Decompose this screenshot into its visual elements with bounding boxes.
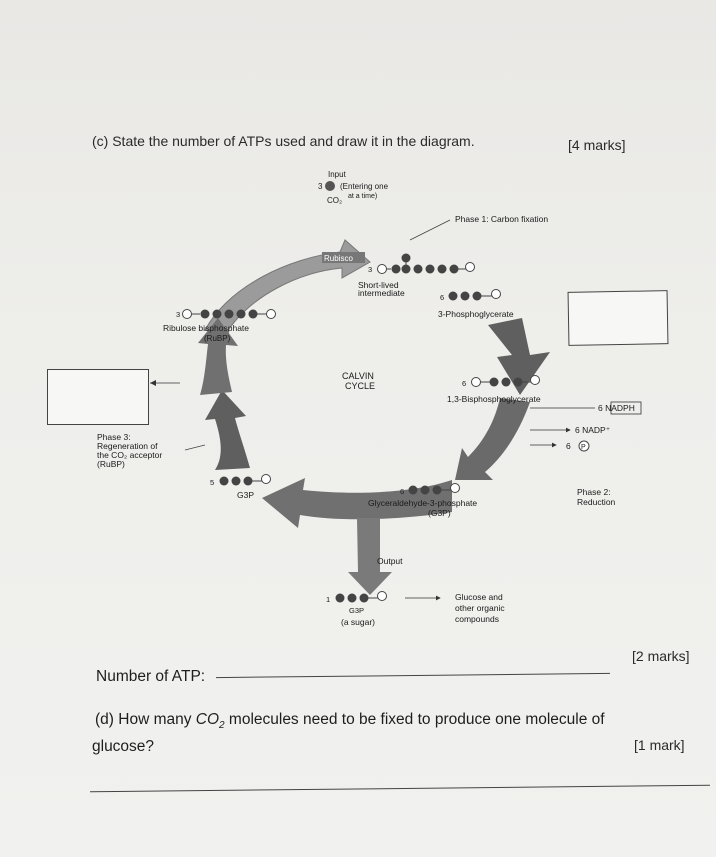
question-d-co2: CO xyxy=(195,711,220,728)
question-d-text: (d) How many CO2 molecules need to be fi… xyxy=(95,711,605,731)
question-d-line2: glucose? xyxy=(92,738,155,755)
question-c-text: (c) State the number of ATPs used and dr… xyxy=(92,133,475,149)
rubp-label-2: (RuBP) xyxy=(204,334,231,343)
question-c-marks: [4 marks] xyxy=(568,137,626,153)
svg-text:6: 6 xyxy=(462,379,466,388)
entering-line1: (Entering one xyxy=(340,182,389,191)
atp-answer-box-right[interactable] xyxy=(567,290,669,346)
question-d-suffix: molecules need to be fixed to produce on… xyxy=(228,711,605,728)
phase1-label: Phase 1: Carbon fixation xyxy=(455,214,548,224)
g3p-6-molecule xyxy=(408,483,460,495)
calvin-label-1: CALVIN xyxy=(342,371,374,381)
question-d-prefix: (d) How many xyxy=(95,711,192,728)
pga-label: 3-Phosphoglycerate xyxy=(438,309,514,319)
rubp-molecule xyxy=(182,309,276,319)
phase2-label-2: Reduction xyxy=(577,497,616,507)
atp-answer-box-left[interactable] xyxy=(47,369,149,425)
rubisco-label: Rubisco xyxy=(324,254,353,263)
rubisco-box xyxy=(322,252,365,263)
short-lived-intermediate-molecule xyxy=(377,253,475,274)
svg-text:1: 1 xyxy=(326,595,330,604)
glucose-label-1: Glucose and xyxy=(455,592,503,602)
g3p-full-label: Glyceraldehyde-3-phosphate xyxy=(368,498,477,508)
rubp-label-1: Ribulose bisphosphate xyxy=(163,323,249,333)
co2-molecule xyxy=(325,181,335,191)
svg-text:5: 5 xyxy=(210,478,214,487)
g3p-output-molecule xyxy=(335,591,387,603)
bisphosphoglycerate-molecule xyxy=(471,375,540,387)
phase3-label-3: the CO₂ acceptor xyxy=(97,450,162,460)
svg-text:3: 3 xyxy=(368,265,372,274)
question-d-co2-sub: 2 xyxy=(219,720,225,732)
input-label: Input xyxy=(328,170,347,179)
svg-text:3: 3 xyxy=(176,310,180,319)
calvin-label-2: CYCLE xyxy=(345,381,375,391)
sugar-label: (a sugar) xyxy=(341,617,375,627)
nadph-label: 6 NADPH xyxy=(598,403,635,413)
input-count: 3 xyxy=(318,182,323,191)
phase3-label-2: Regeneration of xyxy=(97,441,158,451)
g3p-out-label: G3P xyxy=(349,606,364,615)
svg-text:6: 6 xyxy=(440,293,444,302)
g3p-abbr-label: (G3P) xyxy=(428,508,451,518)
bpg-label: 1,3-Bisphosphoglycerate xyxy=(447,394,541,404)
pi-icon xyxy=(578,440,590,452)
entering-line2: at a time) xyxy=(348,193,377,200)
g3p-5-molecule xyxy=(219,474,271,486)
co2-label: CO₂ xyxy=(327,196,342,205)
phase2-arrow xyxy=(455,398,530,480)
answer-c-line[interactable] xyxy=(216,672,610,679)
phase3-label-4: (RuBP) xyxy=(97,459,125,469)
question-d-marks: [1 mark] xyxy=(634,737,685,753)
left-arrow-upper xyxy=(198,318,238,395)
phase2-label-1: Phase 2: xyxy=(577,487,611,497)
pi-count: 6 xyxy=(566,441,571,451)
calvin-cycle-diagram: Input 3 (Entering one CO₂ at a time) Pha… xyxy=(97,170,642,627)
glucose-label-2: other organic xyxy=(455,603,505,613)
left-arrow-lower xyxy=(205,390,250,470)
output-arrow xyxy=(348,518,392,595)
output-label: Output xyxy=(377,556,403,566)
phase1-arc-arrow xyxy=(204,239,371,336)
nadp-label: 6 NADP⁺ xyxy=(575,425,611,435)
svg-text:6: 6 xyxy=(400,487,404,496)
svg-text:P: P xyxy=(581,444,586,451)
answer-d-line[interactable] xyxy=(90,784,710,793)
answer-c-marks: [2 marks] xyxy=(632,648,690,664)
intermediate-label: intermediate xyxy=(358,288,405,298)
right-down-arrow xyxy=(488,318,550,395)
g3p-left-label: G3P xyxy=(237,490,254,500)
short-lived-label: Short-lived xyxy=(358,280,399,290)
answer-c-label: Number of ATP: xyxy=(96,668,206,685)
phosphoglycerate-molecule xyxy=(448,289,501,301)
glucose-label-3: compounds xyxy=(455,614,499,624)
regeneration-arrow-bottom xyxy=(262,478,452,528)
phase3-label-1: Phase 3: xyxy=(97,432,131,442)
